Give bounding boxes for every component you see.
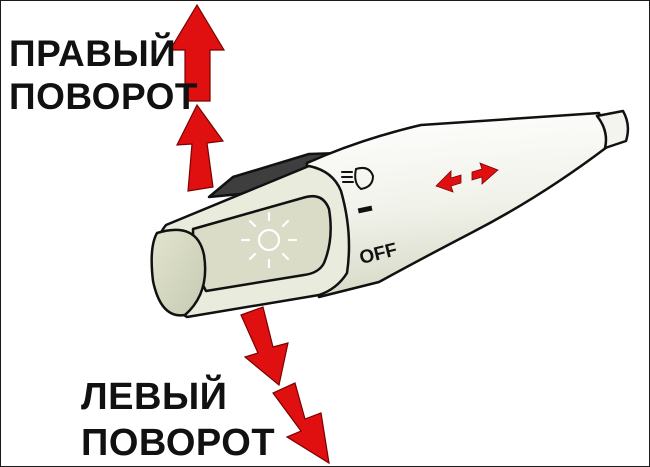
down-arrow-upper (240, 306, 289, 387)
up-arrow-bottom (175, 103, 225, 192)
stalk-body (150, 109, 630, 319)
left-turn-label: ЛЕВЫЙ ПОВОРОТ (81, 378, 275, 462)
light-bulb-icon (240, 211, 298, 269)
headlight-icon (341, 166, 375, 191)
right-turn-label-line1: ПРАВЫЙ (9, 33, 177, 74)
flash-to-pass-arrows (435, 162, 499, 193)
right-turn-label: ПРАВЫЙ ПОВОРОТ (9, 35, 198, 115)
left-turn-arrows (240, 306, 330, 465)
position-mark (357, 205, 373, 214)
right-turn-arrows (168, 3, 226, 192)
down-arrow-lower (272, 382, 330, 465)
stalk-end-collar (595, 109, 630, 150)
right-turn-label-line2: ПОВОРОТ (9, 76, 199, 117)
left-turn-label-line2: ПОВОРОТ (81, 422, 276, 464)
stalk-end-cap (150, 228, 207, 317)
left-turn-label-line1: ЛЕВЫЙ (81, 376, 228, 418)
up-arrow-top (168, 3, 226, 102)
stalk-shaft (304, 111, 609, 299)
